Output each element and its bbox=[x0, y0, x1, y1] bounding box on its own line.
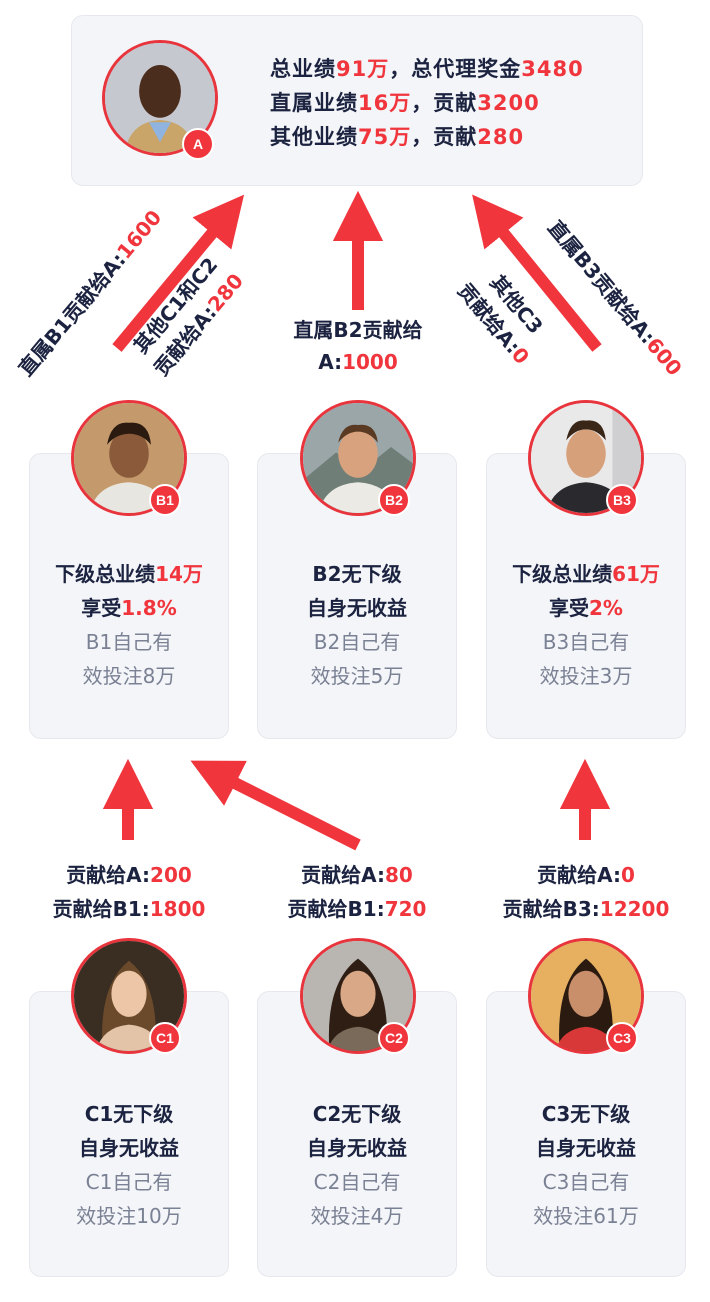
top-summary: 总业绩91万，总代理奖金3480 直属业绩16万，贡献3200 其他业绩75万，… bbox=[270, 52, 584, 154]
avatar-c2 bbox=[300, 938, 416, 1054]
total-performance-line: 总业绩91万，总代理奖金3480 bbox=[270, 57, 584, 81]
badge-a: A bbox=[182, 128, 214, 160]
c2-description: C2无下级 自身无收益 C2自己有 效投注4万 bbox=[307, 1102, 407, 1228]
c3-description: C3无下级 自身无收益 C3自己有 效投注61万 bbox=[533, 1102, 639, 1228]
arrow-c2-to-b1 bbox=[190, 760, 361, 851]
badge-c2: C2 bbox=[378, 1022, 410, 1054]
badge-b1: B1 bbox=[149, 484, 181, 516]
other-performance-line: 其他业绩75万，贡献280 bbox=[270, 125, 525, 149]
c1-contribution-label: 贡献给A:200 贡献给B1:1800 bbox=[52, 863, 206, 921]
badge-c3: C3 bbox=[606, 1022, 638, 1054]
person-icon bbox=[531, 941, 641, 1051]
arrow-b1-to-a bbox=[112, 194, 245, 352]
arrow-b3-to-a bbox=[472, 194, 602, 352]
c3-contribution-label: 贡献给A:0 贡献给B3:12200 bbox=[502, 863, 670, 921]
badge-b3: B3 bbox=[606, 484, 638, 516]
b1-description: 下级总业绩14万 享受1.8% B1自己有 效投注8万 bbox=[55, 562, 203, 688]
direct-performance-line: 直属业绩16万，贡献3200 bbox=[270, 91, 540, 115]
label-b2-contribution: 直属B2贡献给 A:1000 bbox=[293, 318, 423, 374]
b3-description: 下级总业绩61万 享受2% B3自己有 效投注3万 bbox=[512, 562, 660, 688]
person-icon bbox=[303, 941, 413, 1051]
c2-contribution-label: 贡献给A:80 贡献给B1:720 bbox=[287, 863, 427, 921]
avatar-c3 bbox=[528, 938, 644, 1054]
badge-c1: C1 bbox=[149, 1022, 181, 1054]
badge-b2: B2 bbox=[378, 484, 410, 516]
b2-description: B2无下级 自身无收益 B2自己有 效投注5万 bbox=[307, 562, 407, 688]
c1-description: C1无下级 自身无收益 C1自己有 效投注10万 bbox=[76, 1102, 182, 1228]
